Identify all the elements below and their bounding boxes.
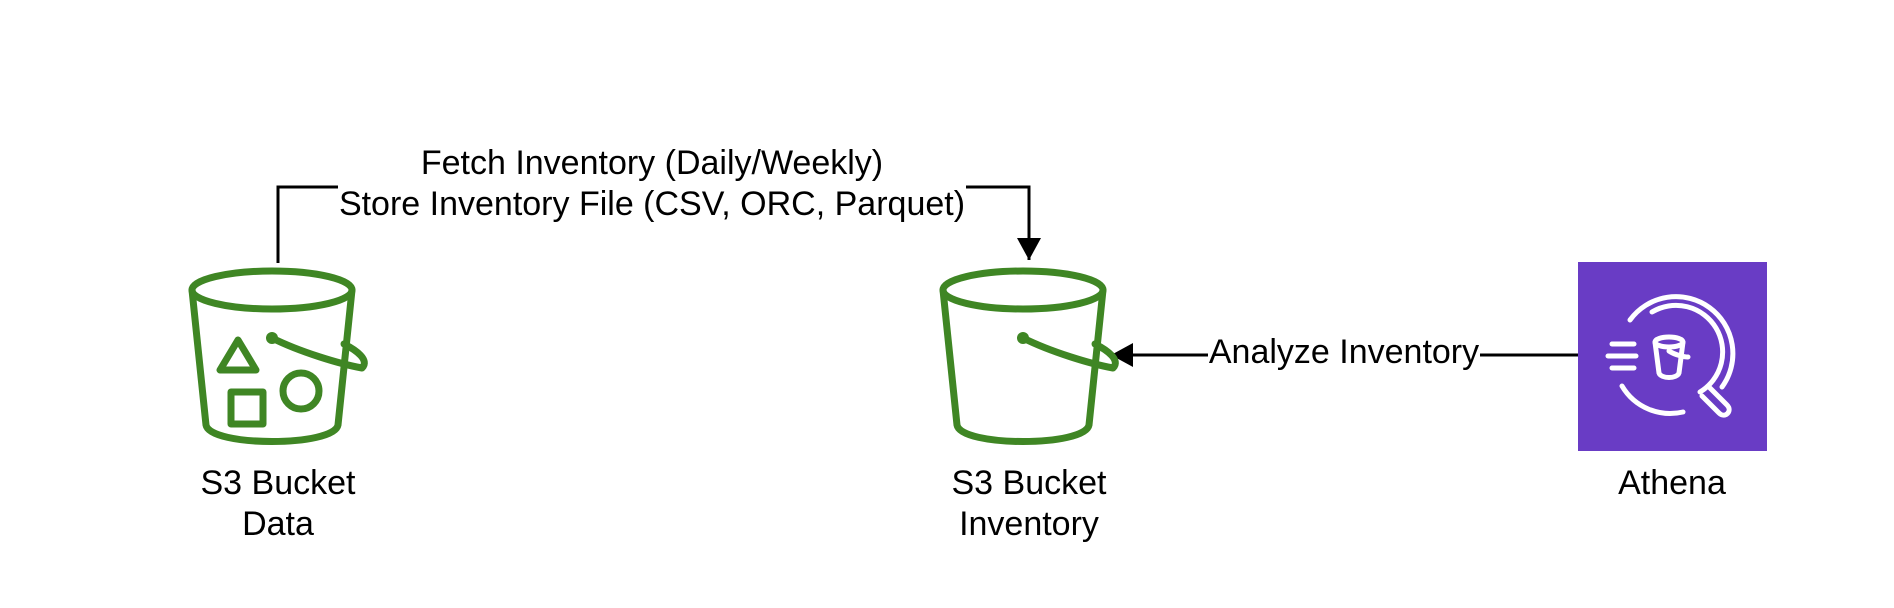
- inventory-bucket-label-line2: Inventory: [959, 505, 1099, 543]
- data-bucket-label-line1: S3 Bucket: [201, 464, 357, 502]
- fetch-label-line2: Store Inventory File (CSV, ORC, Parquet): [339, 185, 965, 223]
- fetch-label-background: [338, 140, 966, 226]
- s3-bucket-icon[interactable]: [939, 267, 1119, 445]
- analyze-label: Analyze Inventory: [1209, 333, 1479, 371]
- data-bucket-label-line2: Data: [242, 505, 314, 543]
- athena-icon[interactable]: [1578, 262, 1767, 451]
- analyze-label-background: [1208, 333, 1480, 375]
- inventory-bucket-label-line1: S3 Bucket: [952, 464, 1108, 502]
- athena-label: Athena: [1618, 464, 1726, 502]
- fetch-label-line1: Fetch Inventory (Daily/Weekly): [421, 144, 883, 182]
- s3-bucket-with-objects-icon[interactable]: [188, 267, 368, 445]
